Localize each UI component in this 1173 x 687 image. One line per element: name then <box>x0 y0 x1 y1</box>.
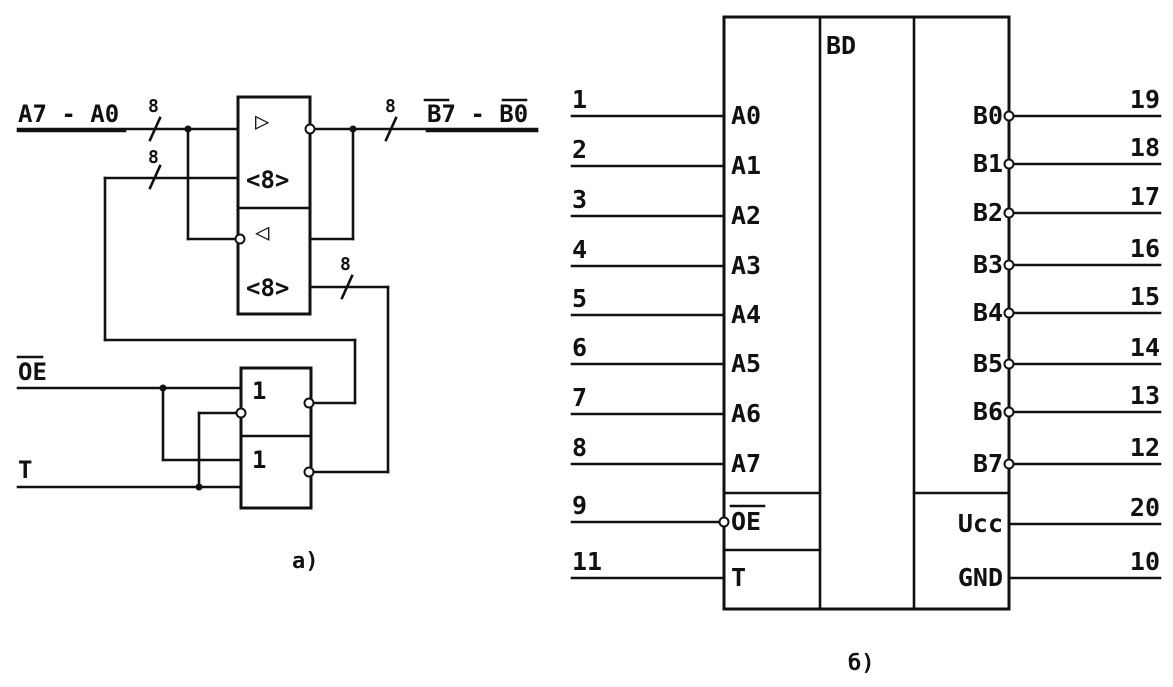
left-pin-name: A2 <box>731 201 761 230</box>
oe-inverted-bubble <box>718 516 730 528</box>
right-pin-number: 15 <box>1130 282 1160 311</box>
output-bus-width: 8 <box>385 96 396 117</box>
gate2-output-bubble <box>303 466 315 478</box>
right-pin-number: 17 <box>1130 182 1160 211</box>
left-pin-name: A1 <box>731 151 761 180</box>
gate1-output-bubble <box>303 397 315 409</box>
right-pin-name: B6 <box>973 397 1003 426</box>
right-pin-number: 20 <box>1130 493 1160 522</box>
left-pin-name: A5 <box>731 349 761 378</box>
right-pin-number: 19 <box>1130 85 1160 114</box>
left-pin-number: 11 <box>572 547 602 576</box>
left-pin-number: 9 <box>572 491 587 520</box>
right-pin-name: B0 <box>973 101 1003 130</box>
right-pin-name: B1 <box>973 149 1003 178</box>
caption-a: а) <box>292 549 319 574</box>
right-pin-name: B4 <box>973 298 1003 327</box>
input-bus-width: 8 <box>148 96 159 117</box>
driver-forward-width: <8> <box>246 166 289 194</box>
right-pin-bubble <box>1003 110 1015 122</box>
left-pin-number: 5 <box>572 284 587 313</box>
gate-block <box>239 366 313 510</box>
right-pin-name: B5 <box>973 349 1003 378</box>
right-pin-number: 16 <box>1130 234 1160 263</box>
right-pin-bubble <box>1003 158 1015 170</box>
left-pin-name: A4 <box>731 300 761 329</box>
left-pin-number: 7 <box>572 383 587 412</box>
driver-backward-output-bubble <box>234 233 246 245</box>
left-pin-name: A6 <box>731 399 761 428</box>
left-pin-name: A7 <box>731 449 761 478</box>
driver-block <box>236 95 312 316</box>
right-pin-name: GND <box>958 563 1003 592</box>
right-pin-number: 13 <box>1130 381 1160 410</box>
backward-enable-width: 8 <box>340 254 351 275</box>
right-pin-bubble <box>1003 307 1015 319</box>
left-pin-name: A3 <box>731 251 761 280</box>
left-pin-number: 4 <box>572 235 587 264</box>
right-pin-bubble <box>1003 358 1015 370</box>
right-pin-number: 12 <box>1130 433 1160 462</box>
right-pin-name: Ucc <box>958 509 1003 538</box>
output-bus-label: B7 - B0 <box>427 100 528 128</box>
right-pin-bubble <box>1003 207 1015 219</box>
backward-enable-slash <box>340 274 354 300</box>
oe-label: OE <box>18 358 47 386</box>
input-bus-label: A7 - A0 <box>18 100 119 128</box>
left-pin-number: 1 <box>572 85 587 114</box>
driver-forward-symbol: ▷ <box>255 107 270 135</box>
diagram-a: A7 - A0 8 ▷ <8> ◁ <8> B7 - B0 8 8 <box>16 95 539 574</box>
left-pin-number: 3 <box>572 185 587 214</box>
right-pin-number: 10 <box>1130 547 1160 576</box>
right-pin-name: B2 <box>973 198 1003 227</box>
left-pin-number: 2 <box>572 135 587 164</box>
left-pin-number: 6 <box>572 333 587 362</box>
right-pin-name: B7 <box>973 449 1003 478</box>
right-pin-bubble <box>1003 259 1015 271</box>
driver-backward-symbol: ◁ <box>255 218 270 246</box>
caption-b: б) <box>848 651 875 676</box>
right-pin-bubble <box>1003 458 1015 470</box>
chip-title: BD <box>826 31 856 60</box>
driver-backward-width: <8> <box>246 274 289 302</box>
left-pin-number: 8 <box>572 433 587 462</box>
t-label: T <box>18 456 32 484</box>
right-pin-number: 18 <box>1130 133 1160 162</box>
output-bus-slash <box>384 116 398 142</box>
driver-forward-output-bubble <box>304 123 316 135</box>
right-pin-name: B3 <box>973 250 1003 279</box>
left-pin-name: T <box>731 563 746 592</box>
gate1-inverted-input-bubble <box>235 407 247 419</box>
right-pin-bubble <box>1003 406 1015 418</box>
forward-enable-slash <box>148 164 162 190</box>
left-pins: 1A0 2A1 3A2 4A3 5A4 6A5 7A6 8A7 9OE 11T <box>570 85 766 592</box>
gate2-label: 1 <box>252 446 266 474</box>
forward-enable-width: 8 <box>148 147 159 168</box>
gate1-label: 1 <box>252 377 266 405</box>
input-bus-slash <box>148 116 162 142</box>
left-pin-name: OE <box>731 507 761 536</box>
right-pin-number: 14 <box>1130 333 1160 362</box>
left-pin-name: A0 <box>731 101 761 130</box>
